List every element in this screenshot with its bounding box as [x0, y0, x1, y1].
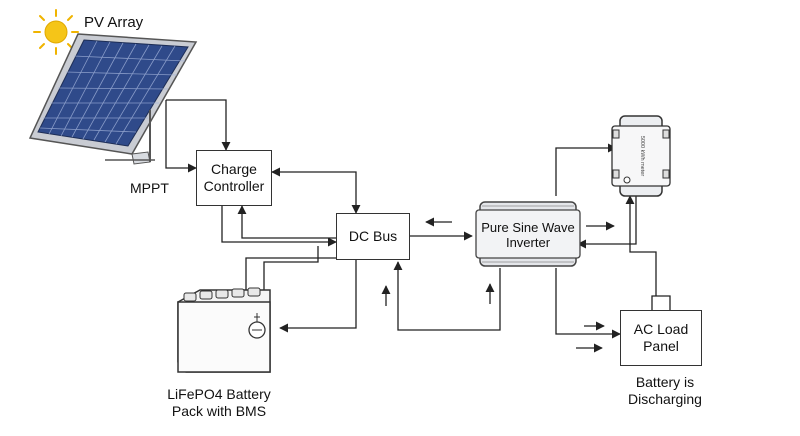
- battery-line2: Pack with BMS: [171, 403, 267, 419]
- status-line1: Battery is: [635, 374, 695, 390]
- mppt-label: MPPT: [130, 180, 169, 196]
- inverter-line2: Inverter: [505, 235, 551, 250]
- flow-arrows: [381, 217, 615, 353]
- inverter-housing: [475, 201, 581, 267]
- battery-label: LiFePO4 Battery Pack with BMS: [160, 386, 278, 420]
- ac-load-panel-box: AC Load Panel: [620, 310, 702, 366]
- inverter-label: Pure Sine Wave Inverter: [476, 220, 580, 250]
- battery-line1: LiFePO4 Battery: [167, 386, 271, 402]
- status-label: Battery is Discharging: [620, 374, 710, 408]
- dc-bus-box: DC Bus: [336, 213, 410, 260]
- charge-controller-line1: Charge: [211, 161, 257, 177]
- energy-meter-icon: [611, 115, 671, 197]
- status-line2: Discharging: [628, 391, 702, 407]
- ac-load-line2: Panel: [643, 338, 679, 354]
- charge-controller-line2: Controller: [203, 178, 265, 194]
- ac-load-line1: AC Load: [633, 321, 689, 337]
- battery-pack-icon: [177, 287, 271, 373]
- pv-array-label: PV Array: [84, 14, 144, 31]
- sun-icon: [33, 9, 79, 55]
- dc-bus-label: DC Bus: [348, 228, 398, 244]
- wires: [165, 99, 671, 339]
- charge-controller-box: Charge Controller: [196, 150, 272, 206]
- inverter-line1: Pure Sine Wave: [481, 220, 575, 235]
- solar-panel-icon: [28, 33, 198, 165]
- meter-label: 5000 kWh meter: [639, 136, 645, 177]
